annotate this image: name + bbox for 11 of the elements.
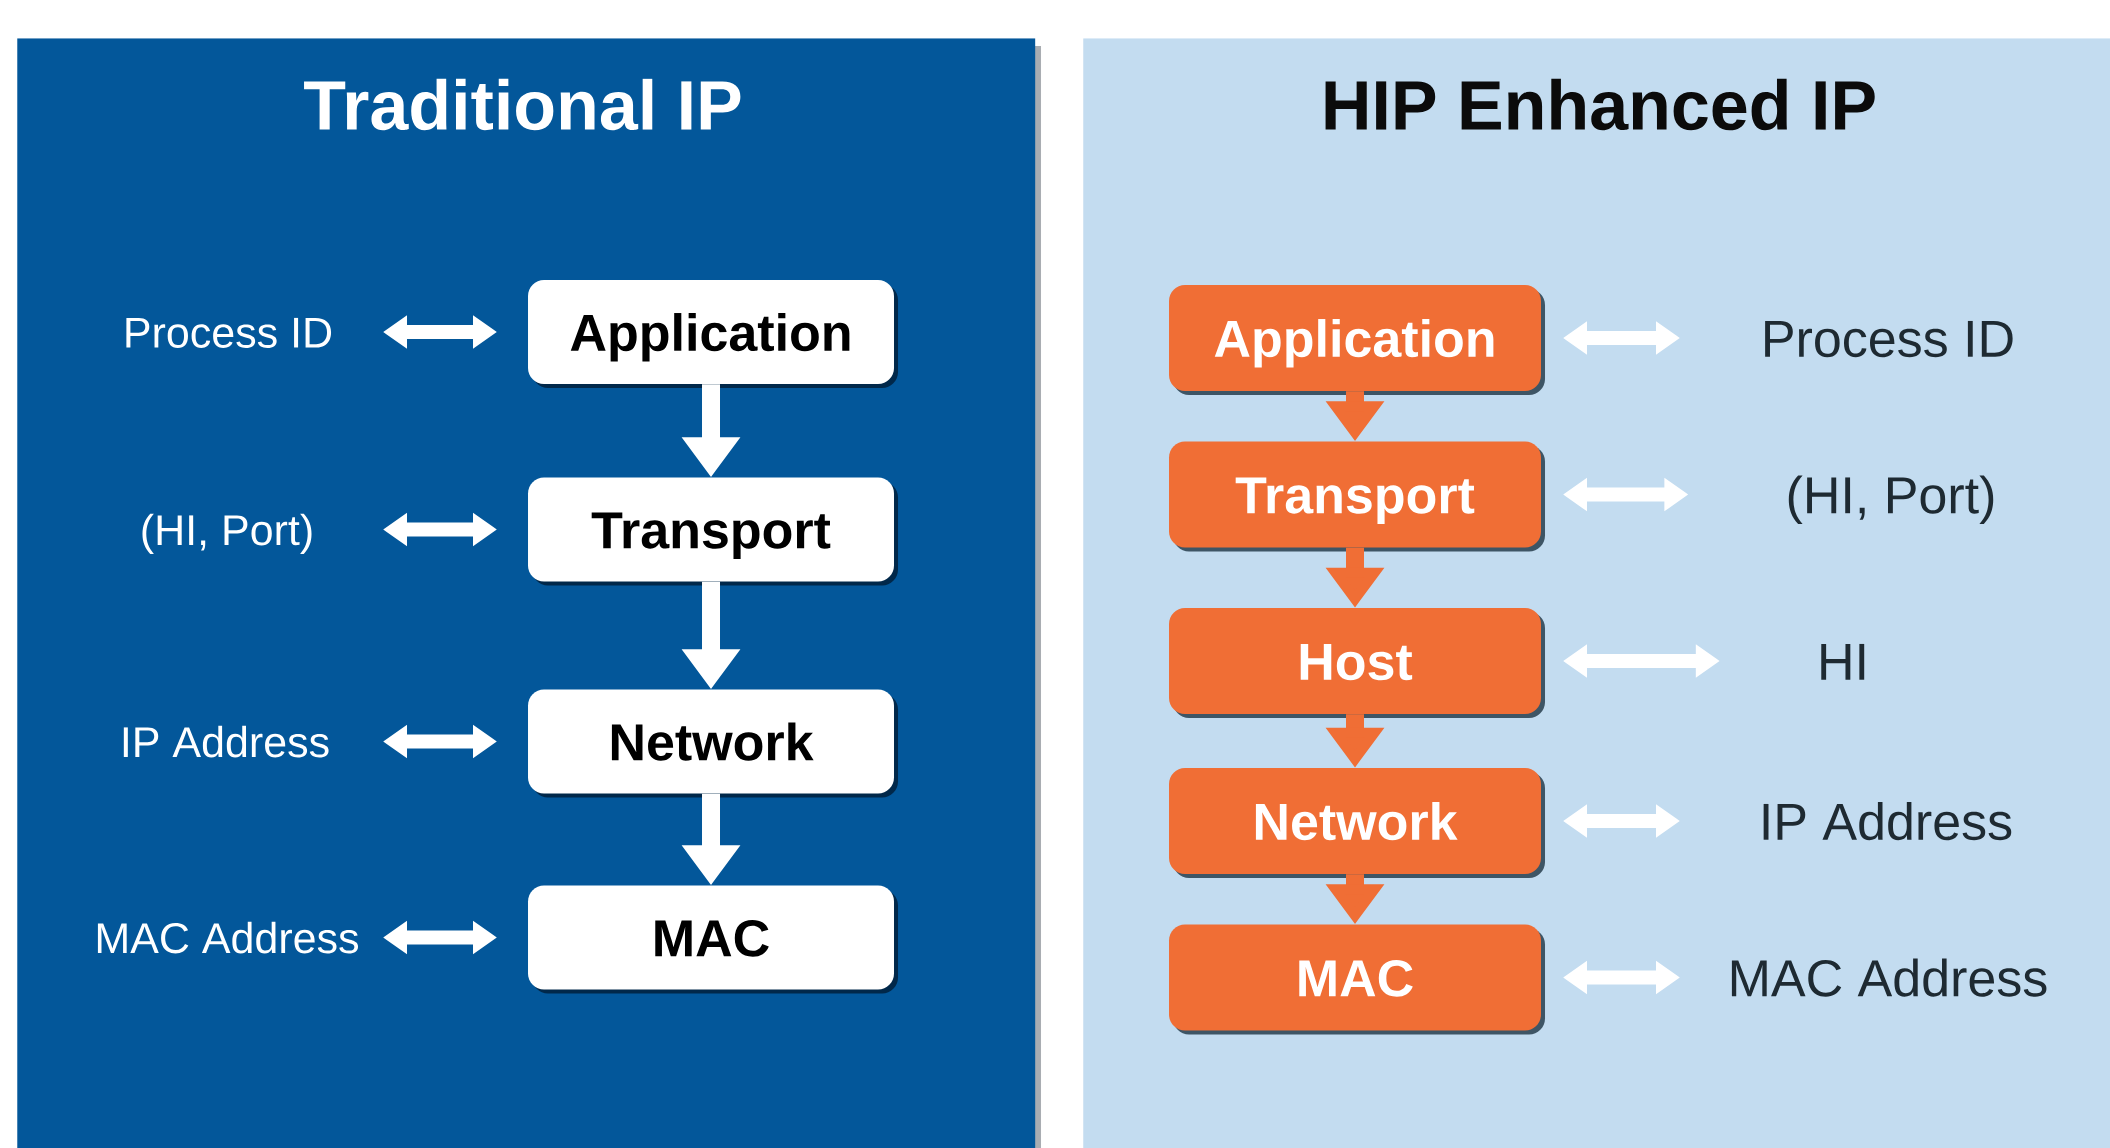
layer-box: MAC: [1169, 924, 1545, 1035]
identifier-label: (HI, Port): [1788, 475, 1994, 524]
layer-box: Transport: [1169, 441, 1545, 552]
identifier-label: IP Address: [1763, 802, 2012, 841]
identifier-label: MAC Address: [1731, 958, 2047, 997]
layer-box: Host: [1169, 608, 1545, 718]
layer-box: Network: [1169, 768, 1545, 878]
identifier-label: HI: [1821, 643, 1865, 680]
identifier-label: Process ID: [1765, 320, 2013, 358]
layer-box: Application: [1169, 285, 1545, 395]
panel-title: HIP Enhanced IP: [1325, 78, 1875, 131]
